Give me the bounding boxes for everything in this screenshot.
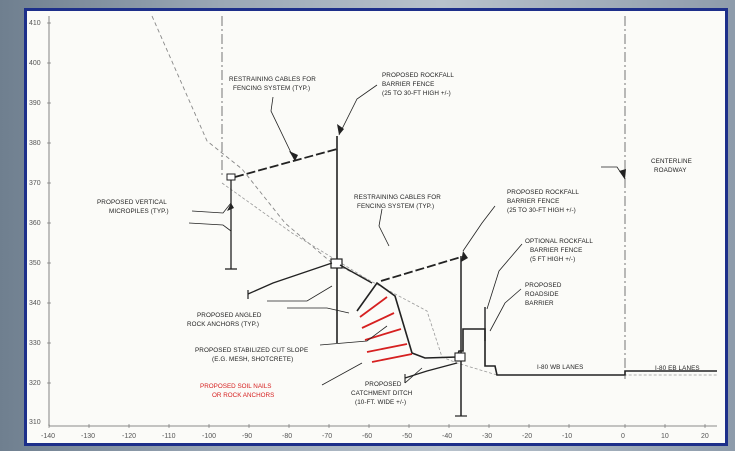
y-tick-350: 350 bbox=[29, 260, 41, 267]
label-rockfall-upper-1: PROPOSED ROCKFALL bbox=[382, 72, 454, 79]
y-axis-ticks: 410 400 390 380 370 360 350 340 330 320 … bbox=[29, 20, 41, 426]
label-restraining-lower-2: FENCING SYSTEM (TYP.) bbox=[357, 203, 434, 210]
x-tick-10: 10 bbox=[661, 433, 669, 440]
soil-nail bbox=[366, 343, 408, 353]
x-tick-20: 20 bbox=[701, 433, 709, 440]
label-restraining-upper-2: FENCING SYSTEM (TYP.) bbox=[233, 85, 310, 92]
label-roadside-barrier-2: ROADSIDE bbox=[525, 291, 559, 298]
label-wb-lanes: I-80 WB LANES bbox=[537, 364, 583, 371]
y-tick-400: 400 bbox=[29, 60, 41, 67]
label-optional-fence-1: OPTIONAL ROCKFALL bbox=[525, 238, 593, 245]
soil-nail bbox=[359, 296, 388, 318]
x-tick-m100: -100 bbox=[202, 433, 216, 440]
label-roadside-barrier-3: BARRIER bbox=[525, 300, 554, 307]
label-roadside-barrier-1: PROPOSED bbox=[525, 282, 562, 289]
label-cut-slope-1: PROPOSED STABILIZED CUT SLOPE bbox=[195, 347, 308, 354]
label-centerline-1: CENTERLINE bbox=[651, 158, 692, 165]
label-soil-nails-1: PROPOSED SOIL NAILS bbox=[200, 383, 272, 390]
x-tick-m130: -130 bbox=[81, 433, 95, 440]
label-angled-anchors-2: ROCK ANCHORS (TYP.) bbox=[187, 321, 259, 328]
x-tick-m140: -140 bbox=[41, 433, 55, 440]
label-cut-slope-2: (E.G. MESH, SHOTCRETE) bbox=[212, 356, 293, 363]
y-tick-370: 370 bbox=[29, 180, 41, 187]
lower-fence-footing bbox=[454, 352, 466, 362]
label-rockfall-lower-3: (25 TO 30-FT HIGH +/-) bbox=[507, 207, 576, 214]
y-tick-340: 340 bbox=[29, 300, 41, 307]
lower-angled-anchor bbox=[404, 362, 458, 379]
x-tick-m50: -50 bbox=[402, 433, 412, 440]
x-tick-m10: -10 bbox=[562, 433, 572, 440]
label-catchment-1: PROPOSED bbox=[365, 381, 402, 388]
x-tick-m70: -70 bbox=[322, 433, 332, 440]
label-optional-fence-2: BARRIER FENCE bbox=[530, 247, 582, 254]
label-micropiles-1: PROPOSED VERTICAL bbox=[97, 199, 167, 206]
label-micropiles-2: MICROPILES (TYP.) bbox=[109, 208, 169, 215]
label-optional-fence-3: (5 FT HIGH +/-) bbox=[530, 256, 575, 263]
label-rockfall-lower-1: PROPOSED ROCKFALL bbox=[507, 189, 579, 196]
upper-fence-footing bbox=[330, 258, 343, 269]
upper-micropile-cap bbox=[226, 173, 236, 181]
cross-section-diagram: 410 400 390 380 370 360 350 340 330 320 … bbox=[29, 15, 717, 440]
label-rockfall-upper-3: (25 TO 30-FT HIGH +/-) bbox=[382, 90, 451, 97]
x-tick-m90: -90 bbox=[242, 433, 252, 440]
label-catchment-3: (10-FT. WIDE +/-) bbox=[355, 399, 406, 406]
y-tick-380: 380 bbox=[29, 140, 41, 147]
x-tick-m120: -120 bbox=[122, 433, 136, 440]
y-tick-330: 330 bbox=[29, 340, 41, 347]
y-tick-320: 320 bbox=[29, 380, 41, 387]
x-tick-m40: -40 bbox=[442, 433, 452, 440]
y-tick-360: 360 bbox=[29, 220, 41, 227]
x-axis-ticks: -140 -130 -120 -110 -100 -90 -80 -70 -60… bbox=[41, 433, 709, 440]
y-tick-390: 390 bbox=[29, 100, 41, 107]
label-rockfall-lower-2: BARRIER FENCE bbox=[507, 198, 559, 205]
x-tick-m110: -110 bbox=[162, 433, 176, 440]
x-tick-m80: -80 bbox=[282, 433, 292, 440]
proposed-cut-slope bbox=[356, 281, 717, 376]
label-soil-nails-2: OR ROCK ANCHORS bbox=[212, 392, 274, 399]
lower-restraining-cable bbox=[380, 256, 462, 282]
label-centerline-2: ROADWAY bbox=[654, 167, 687, 174]
y-tick-410: 410 bbox=[29, 20, 41, 27]
x-tick-0: 0 bbox=[621, 433, 625, 440]
x-tick-m30: -30 bbox=[482, 433, 492, 440]
existing-ground-upper bbox=[151, 15, 368, 280]
soil-nail bbox=[361, 312, 395, 329]
label-angled-anchors-1: PROPOSED ANGLED bbox=[197, 312, 262, 319]
x-tick-m20: -20 bbox=[522, 433, 532, 440]
soil-nail bbox=[371, 353, 413, 363]
upper-angled-anchor bbox=[247, 262, 333, 295]
y-tick-310: 310 bbox=[29, 419, 41, 426]
label-eb-lanes: I-80 EB LANES bbox=[655, 365, 700, 372]
label-rockfall-upper-2: BARRIER FENCE bbox=[382, 81, 434, 88]
label-restraining-lower-1: RESTRAINING CABLES FOR bbox=[354, 194, 441, 201]
label-restraining-upper-1: RESTRAINING CABLES FOR bbox=[229, 76, 316, 83]
upper-restraining-cable bbox=[234, 148, 338, 178]
x-tick-m60: -60 bbox=[362, 433, 372, 440]
label-catchment-2: CATCHMENT DITCH bbox=[351, 390, 413, 397]
diagram-panel: 410 400 390 380 370 360 350 340 330 320 … bbox=[24, 8, 728, 446]
